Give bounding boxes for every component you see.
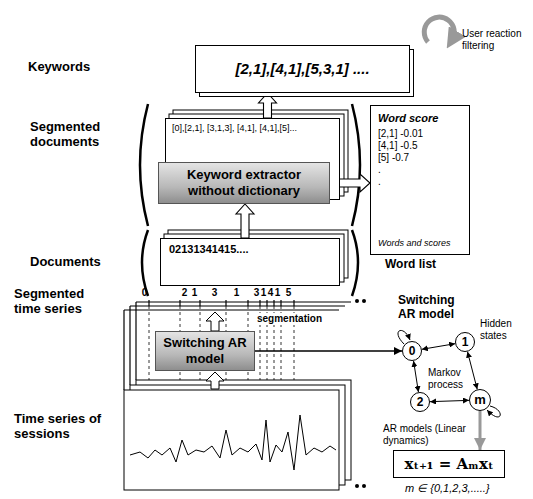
- series-axis: [130, 305, 345, 306]
- state-circle: 1: [455, 332, 475, 352]
- note-label: Hidden states: [480, 318, 528, 341]
- state-circle: m: [469, 389, 491, 411]
- flow-arrow: [206, 372, 224, 389]
- note-label: Markov process: [428, 367, 468, 390]
- state-number: 1: [260, 287, 267, 299]
- state-number: 5: [285, 287, 292, 299]
- node-text: Keyword extractor without dictionary: [167, 167, 321, 198]
- node-text: Word score: [378, 112, 462, 125]
- stage-label: Segmented time series: [14, 287, 99, 317]
- note-label: User reaction filtering: [462, 28, 528, 51]
- series-edge: [123, 310, 124, 390]
- word-list-box: Word score [2,1] -0.01[4,1] -0.5[5] -0.7.…: [370, 105, 470, 255]
- series-edge: [129, 306, 130, 385]
- state-number: 0: [141, 287, 148, 299]
- process-box: Switching AR model: [155, 331, 255, 371]
- note-label: AR models (Linear dynamics): [383, 423, 471, 446]
- node-text-line: .: [378, 176, 462, 188]
- more-dots: [355, 484, 359, 488]
- time-series-wave: [130, 415, 336, 470]
- more-dots: [362, 299, 366, 303]
- node-text: Switching AR model: [162, 335, 248, 366]
- stage-label: Keywords: [28, 60, 118, 75]
- node-text: 2: [417, 395, 424, 409]
- formula-box: xₜ₊₁ = Aₘxₜ: [393, 450, 505, 478]
- state-number: 3: [253, 287, 260, 299]
- model-label: Switching AR model: [398, 294, 468, 322]
- bracket: [140, 104, 148, 226]
- transition-arrow: [414, 361, 419, 392]
- segment-tick: [280, 300, 281, 306]
- series-axis: [124, 309, 339, 310]
- transition-arrow: [479, 411, 482, 450]
- segment-tick: [293, 300, 294, 306]
- state-number: 1: [191, 287, 198, 299]
- self-transition: [487, 406, 500, 417]
- node-text: m: [474, 392, 486, 408]
- node-text: [0],[2,1], [3,1,3], [4,1], [4,1],[5]...: [172, 123, 333, 134]
- state-number: 1: [233, 287, 240, 299]
- more-dots: [355, 299, 359, 303]
- bracket: [352, 104, 360, 226]
- transition-arrow: [430, 400, 469, 401]
- node-text: 02131341415....: [169, 243, 331, 256]
- document-page: 02131341415....: [160, 238, 340, 286]
- node-text-line: [4,1] -0.5: [378, 140, 462, 152]
- series-edge: [135, 302, 136, 380]
- state-number: 1: [274, 287, 281, 299]
- node-text: [2,1],[4,1],[5,3,1] ....: [235, 60, 369, 78]
- segment-tick: [199, 300, 200, 306]
- segmented-series: [124, 300, 351, 390]
- segment-tick: [273, 300, 274, 306]
- series-axis: [136, 301, 351, 302]
- node-text-line: Words and scores: [378, 238, 462, 249]
- flow-arrow: [206, 312, 224, 331]
- node-text-line: .: [378, 164, 462, 176]
- segment-tick: [259, 300, 260, 306]
- keywords-box: [2,1],[4,1],[5,3,1] ....: [195, 45, 410, 93]
- process-box: Keyword extractor without dictionary: [158, 162, 330, 204]
- series-panel: [124, 390, 339, 490]
- stage-label: Segmented documents: [30, 120, 120, 150]
- segment-tick: [266, 300, 267, 306]
- segment-tick: [148, 300, 149, 306]
- state-circle: 2: [410, 392, 430, 412]
- segment-tick: [225, 300, 226, 306]
- bracket: [352, 230, 358, 296]
- flow-arrow: [259, 93, 277, 118]
- stage-label: Documents: [30, 255, 120, 270]
- index-set-label: m ∈ {0,1,2,3,.....}: [405, 482, 490, 495]
- transition-arrow: [422, 344, 455, 350]
- state-circle: 0: [402, 341, 422, 361]
- state-number: 4: [267, 287, 274, 299]
- bracket: [142, 230, 148, 296]
- node-text: 1: [462, 335, 469, 349]
- stage-label: Time series of sessions: [14, 412, 109, 442]
- node-text-line: [5] -0.7: [378, 152, 462, 164]
- node-text: 0: [409, 344, 416, 358]
- more-dots: [362, 484, 366, 488]
- segment-tick: [247, 300, 248, 306]
- node-text-line: [2,1] -0.01: [378, 128, 462, 140]
- node-text: xₜ₊₁ = Aₘxₜ: [404, 455, 493, 473]
- transition-arrow: [468, 352, 478, 390]
- state-number: 2: [181, 287, 188, 299]
- segment-tick: [179, 300, 180, 306]
- flow-arrow: [236, 204, 254, 238]
- transition-arrow: [255, 350, 402, 351]
- step-label: segmentation: [255, 313, 324, 325]
- state-number: 3: [211, 287, 218, 299]
- node-text-line: Word list: [385, 257, 436, 271]
- feedback-arrow: [424, 17, 454, 42]
